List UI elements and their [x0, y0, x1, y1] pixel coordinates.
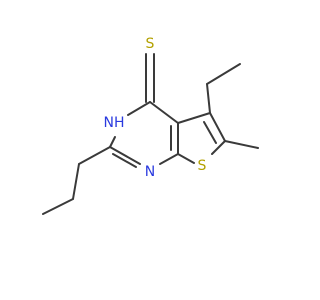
- atom-ring-nh-label: NH: [104, 115, 125, 131]
- bond-c6-s: [211, 140, 226, 155]
- atom-ring-nh: NH: [104, 115, 125, 131]
- bond-c5-c6-double: [203, 121, 217, 144]
- atom-thione-sulfur: S: [146, 36, 155, 52]
- atom-ring-nitrogen-label: N: [145, 164, 155, 180]
- bond-n3-c2: [109, 136, 116, 148]
- bond-n1-c7a: [159, 153, 179, 165]
- atom-thiophene-sulfur: S: [198, 158, 207, 174]
- atom-thione-sulfur-label: S: [146, 36, 155, 52]
- bond-c5-ethyl-ch2: [206, 83, 211, 114]
- bond-ethyl-ch2-ch3: [206, 63, 241, 85]
- atom-ring-nitrogen: N: [145, 164, 155, 180]
- bond-c6-methyl: [224, 140, 259, 149]
- bond-c4-n3: [127, 101, 151, 116]
- bond-c2-n1: [109, 146, 141, 165]
- bond-propyl-c1-c2: [72, 163, 80, 200]
- bond-propyl-c2-c3: [42, 198, 74, 215]
- bond-c4a-c5: [177, 112, 211, 124]
- bond-c2-propyl-c1: [78, 146, 111, 165]
- bond-c2-n1-double: [112, 153, 137, 168]
- molecule-structure: S NH N S: [42, 36, 259, 215]
- bond-c4a-c4: [149, 101, 179, 124]
- atom-thiophene-sulfur-label: S: [198, 158, 207, 174]
- bond-s-c7a: [177, 153, 195, 164]
- bond-c5-c6: [209, 112, 226, 142]
